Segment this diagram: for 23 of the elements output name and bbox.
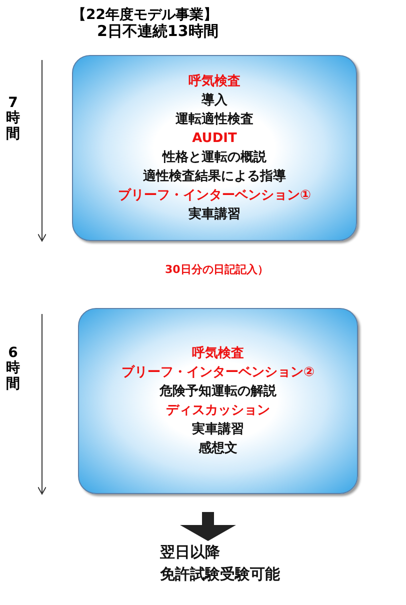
duration-label: 6時間 — [6, 346, 20, 392]
title: 【22年度モデル事業】 — [72, 6, 218, 23]
text-line: 性格と運転の概説 — [162, 149, 266, 167]
text-line: 呼気検査 — [192, 344, 244, 363]
rounded-box — [78, 308, 358, 494]
text-line: ディスカッション — [166, 402, 270, 420]
text-line: 危険予知運転の解説 — [160, 383, 276, 401]
text-line: 翌日以降 — [160, 542, 220, 563]
duration-label: 7時間 — [6, 96, 20, 142]
text-line: 免許試験受験可能 — [160, 564, 280, 585]
text-line: 適性検査結果による指導 — [143, 168, 286, 186]
text-line: 実車講習 — [188, 206, 240, 224]
note: 30日分の日記記入） — [165, 262, 268, 277]
text-line: 導入 — [202, 92, 228, 110]
text-line: 実車講習 — [192, 420, 244, 439]
text-line: 呼気検査 — [188, 72, 240, 91]
text-line: ブリーフ・インターベンション① — [118, 186, 311, 205]
text-line: 運転適性検査 — [176, 110, 254, 129]
text-line: AUDIT — [192, 130, 237, 148]
text-line: 感想文 — [198, 440, 238, 458]
text-line: ブリーフ・インターベンション② — [121, 364, 314, 382]
subtitle: 2日不連続13時間 — [97, 22, 218, 41]
rounded-box — [72, 55, 357, 241]
